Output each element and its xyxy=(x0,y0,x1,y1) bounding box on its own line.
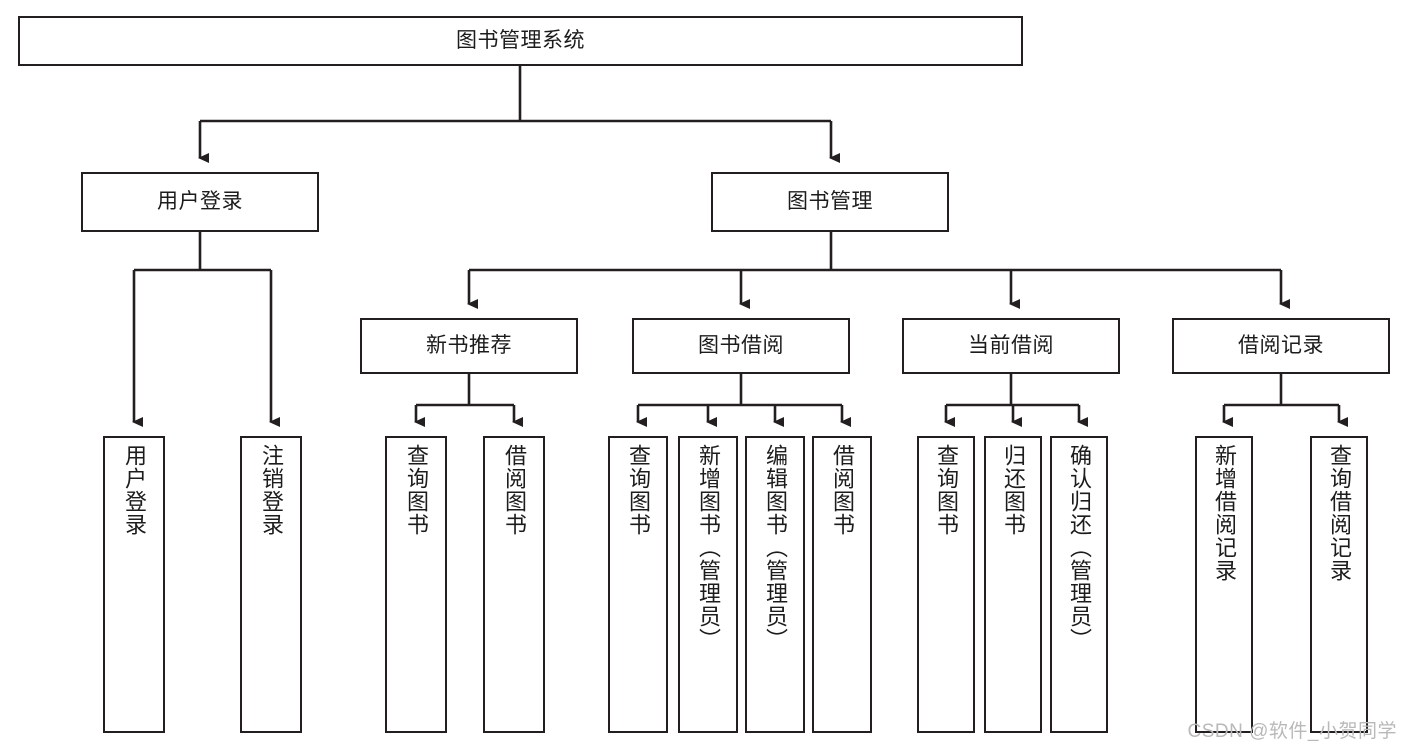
node-user-login[interactable]: 用户登录 xyxy=(81,172,319,232)
node-leaf-query-borrow-record[interactable]: 查询借阅记录 xyxy=(1310,436,1368,733)
node-current-borrow-label: 当前借阅 xyxy=(968,333,1054,357)
node-leaf-query-book-2[interactable]: 查询图书 xyxy=(608,436,668,733)
node-book-management[interactable]: 图书管理 xyxy=(711,172,949,232)
node-leaf-return-book[interactable]: 归还图书 xyxy=(984,436,1042,733)
node-leaf-borrow-book-2-label: 借阅图书 xyxy=(829,444,855,536)
node-leaf-user-login-label: 用户登录 xyxy=(121,444,147,536)
node-leaf-borrow-book-1-label: 借阅图书 xyxy=(501,444,527,536)
node-new-book-recommend[interactable]: 新书推荐 xyxy=(360,318,578,374)
node-current-borrow[interactable]: 当前借阅 xyxy=(902,318,1120,374)
node-leaf-return-book-label: 归还图书 xyxy=(1000,444,1026,536)
node-leaf-add-book-admin-label: 新增图书（管理员） xyxy=(695,444,721,651)
node-leaf-edit-book-admin[interactable]: 编辑图书（管理员） xyxy=(745,436,805,733)
node-leaf-add-book-admin[interactable]: 新增图书（管理员） xyxy=(678,436,738,733)
node-leaf-confirm-return-admin-label: 确认归还（管理员） xyxy=(1066,444,1092,651)
node-book-borrow-label: 图书借阅 xyxy=(698,333,784,357)
node-book-management-label: 图书管理 xyxy=(787,189,873,213)
node-leaf-logout-login-label: 注销登录 xyxy=(258,444,284,536)
node-book-borrow[interactable]: 图书借阅 xyxy=(632,318,850,374)
node-leaf-borrow-book-1[interactable]: 借阅图书 xyxy=(483,436,545,733)
node-leaf-query-borrow-record-label: 查询借阅记录 xyxy=(1326,444,1352,582)
node-new-book-recommend-label: 新书推荐 xyxy=(426,333,512,357)
node-leaf-query-book-1-label: 查询图书 xyxy=(403,444,429,536)
node-leaf-borrow-book-2[interactable]: 借阅图书 xyxy=(812,436,872,733)
node-root-label: 图书管理系统 xyxy=(456,28,585,52)
node-leaf-add-borrow-record-label: 新增借阅记录 xyxy=(1211,444,1237,582)
node-leaf-query-book-3[interactable]: 查询图书 xyxy=(917,436,975,733)
node-leaf-add-borrow-record[interactable]: 新增借阅记录 xyxy=(1195,436,1253,733)
node-leaf-user-login[interactable]: 用户登录 xyxy=(103,436,165,733)
node-user-login-label: 用户登录 xyxy=(157,189,243,213)
node-leaf-query-book-2-label: 查询图书 xyxy=(625,444,651,536)
node-leaf-edit-book-admin-label: 编辑图书（管理员） xyxy=(762,444,788,651)
node-root-book-management-system[interactable]: 图书管理系统 xyxy=(18,16,1023,66)
node-borrow-record-label: 借阅记录 xyxy=(1238,333,1324,357)
node-leaf-logout-login[interactable]: 注销登录 xyxy=(240,436,302,733)
node-leaf-query-book-3-label: 查询图书 xyxy=(933,444,959,536)
node-leaf-query-book-1[interactable]: 查询图书 xyxy=(385,436,447,733)
node-borrow-record[interactable]: 借阅记录 xyxy=(1172,318,1390,374)
node-leaf-confirm-return-admin[interactable]: 确认归还（管理员） xyxy=(1050,436,1108,733)
